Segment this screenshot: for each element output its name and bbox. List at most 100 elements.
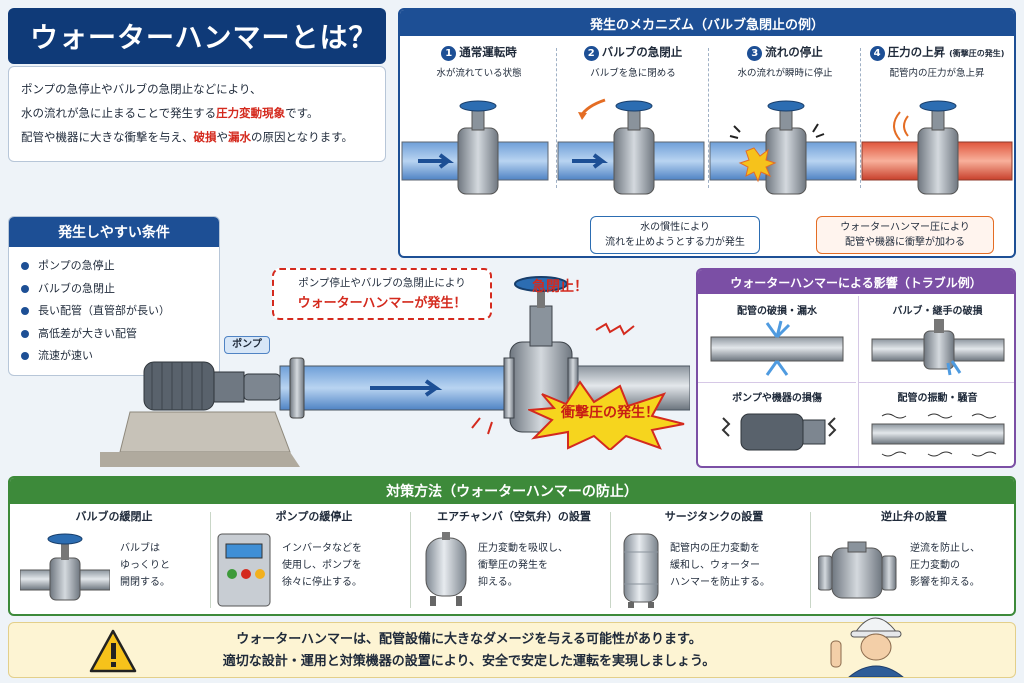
step-3-sub: 水の流れが瞬時に停止 bbox=[737, 68, 833, 79]
effects-panel: ウォーターハンマーによる影響（トラブル例） 配管の破損・漏水 バルブ・継手の破損… bbox=[696, 268, 1016, 468]
step-2-pipe-valve bbox=[557, 98, 705, 195]
effect-pipe-leak: 配管の破損・漏水 bbox=[698, 296, 856, 382]
countermeasure-title: サージタンクの設置 bbox=[664, 510, 764, 523]
step-4-number: 4 bbox=[869, 46, 885, 61]
desc-line: 徐々に停止する。 bbox=[282, 577, 362, 588]
warning-icon bbox=[89, 629, 137, 673]
step-divider bbox=[556, 48, 557, 188]
floor bbox=[100, 452, 300, 467]
mechanism-heading: 発生のメカニズム（バルブ急閉止の例） bbox=[400, 10, 1014, 36]
divider bbox=[210, 512, 211, 608]
footer-line-2: 適切な設計・運用と対策機器の設置により、安全で安定した運転を実現しましょう。 bbox=[222, 654, 716, 669]
desc-line: 圧力変動を吸収し、 bbox=[478, 543, 568, 554]
countermeasures-heading: 対策方法（ウォーターハンマーの防止） bbox=[10, 478, 1014, 504]
step-3-number: 3 bbox=[747, 46, 763, 61]
step-1-pipe-valve bbox=[401, 100, 549, 195]
step-4-pipe-valve bbox=[861, 100, 1013, 195]
shock-burst-icon bbox=[528, 380, 685, 450]
air-chamber-icon bbox=[425, 532, 467, 606]
intro-highlight-leak: 漏水 bbox=[228, 130, 251, 144]
desc-line: インバータなどを bbox=[282, 543, 362, 554]
countermeasure-air-chamber: エアチャンバ（空気弁）の設置 圧力変動を吸収し、 衝撃圧の発生を 抑える。 bbox=[416, 508, 612, 612]
sudden-close-label: 急閉止！ bbox=[532, 279, 588, 295]
inverter-panel-icon bbox=[217, 533, 271, 607]
desc-line: 配管内の圧力変動を bbox=[670, 543, 760, 554]
intro-line-2: 水の流れが急に止まることで発生する圧力変動現象です。 bbox=[21, 101, 373, 125]
desc-line: 圧力変動の bbox=[910, 560, 960, 571]
intro-line-3-text: 配管や機器に大きな衝撃を与え、 bbox=[21, 130, 194, 144]
vibration-icon bbox=[871, 413, 1004, 457]
step-4-title-text: 圧力の上昇 bbox=[887, 45, 946, 59]
page-title: ウォーターハンマーとは？ bbox=[8, 8, 386, 64]
intro-line-2-end: です。 bbox=[285, 106, 319, 120]
step-2-title-text: バルブの急閉止 bbox=[601, 45, 683, 59]
intro-line-3: 配管や機器に大きな衝撃を与え、破損や漏水の原因となります。 bbox=[21, 125, 373, 149]
scene-callout: ポンプ停止やバルブの急閉止により ウォーターハンマーが発生！ bbox=[272, 268, 492, 320]
conditions-heading: 発生しやすい条件 bbox=[9, 217, 219, 247]
step-2-number: 2 bbox=[583, 46, 599, 61]
step-1-sub: 水が流れている状態 bbox=[436, 68, 522, 79]
bullet-icon bbox=[21, 329, 29, 338]
impact-lines-icon bbox=[595, 322, 635, 336]
intro-line-3-end: の原因となります。 bbox=[251, 130, 354, 144]
shock-label: 衝撃圧の発生！ bbox=[561, 405, 659, 421]
desc-line: 逆流を防止し、 bbox=[910, 543, 980, 554]
list-item: 高低差が大きい配管 bbox=[21, 323, 207, 346]
countermeasure-desc: 逆流を防止し、 圧力変動の 影響を抑える。 bbox=[910, 540, 980, 591]
desc-line: 使用し、ポンプを bbox=[282, 560, 362, 571]
condition-text: ポンプの急停止 bbox=[38, 259, 115, 272]
divider bbox=[810, 512, 811, 608]
step-divider bbox=[860, 48, 861, 188]
step-3-pipe-valve bbox=[709, 100, 857, 195]
countermeasure-desc: 配管内の圧力変動を 緩和し、ウォーター ハンマーを防止する。 bbox=[670, 540, 770, 591]
bullet-icon bbox=[21, 262, 29, 271]
countermeasure-check-valve: 逆止弁の設置 逆流を防止し、 圧力変動の 影響を抑える。 bbox=[816, 508, 1012, 612]
countermeasures-panel: 対策方法（ウォーターハンマーの防止） バルブの緩閉止 バルブは ゆっくりと 開閉… bbox=[8, 476, 1016, 616]
intro-line-2-text: 水の流れが急に止まることで発生する bbox=[21, 106, 217, 120]
condition-text: 長い配管（直管部が長い） bbox=[38, 304, 170, 317]
effect-label: 配管の振動・騒音 bbox=[897, 393, 978, 404]
pipe-leak-icon bbox=[710, 320, 844, 376]
countermeasure-title: ポンプの緩停止 bbox=[275, 510, 353, 523]
bullet-icon bbox=[21, 284, 29, 293]
step-divider bbox=[708, 48, 709, 188]
bullet-icon bbox=[21, 307, 29, 316]
effect-vibration-noise: 配管の振動・騒音 bbox=[858, 382, 1014, 466]
countermeasure-desc: 圧力変動を吸収し、 衝撃圧の発生を 抑える。 bbox=[478, 540, 568, 591]
mechanism-illustration bbox=[401, 98, 1013, 195]
list-item: 長い配管（直管部が長い） bbox=[21, 300, 207, 323]
conditions-panel: 発生しやすい条件 ポンプの急停止 バルブの急閉止 長い配管（直管部が長い） 高低… bbox=[8, 216, 220, 376]
callout-pressure: ウォーターハンマー圧により 配管や機器に衝撃が加わる bbox=[816, 216, 994, 254]
divider bbox=[410, 512, 411, 608]
countermeasure-title: 逆止弁の設置 bbox=[881, 510, 947, 523]
bullet-icon bbox=[21, 352, 29, 361]
intro-highlight-pressure: 圧力変動現象 bbox=[216, 106, 286, 120]
divider bbox=[610, 512, 611, 608]
intro-line-3-mid: や bbox=[216, 130, 229, 144]
desc-line: バルブは bbox=[120, 543, 160, 554]
callout-inertia: 水の慣性により 流れを止めようとする力が発生 bbox=[590, 216, 760, 254]
warning-footer: ウォーターハンマーは、配管設備に大きなダメージを与える可能性があります。 適切な… bbox=[8, 617, 1016, 678]
desc-line: 緩和し、ウォーター bbox=[670, 560, 760, 571]
callout-pressure-line-1: ウォーターハンマー圧により bbox=[840, 222, 970, 233]
effects-heading: ウォーターハンマーによる影響（トラブル例） bbox=[698, 270, 1014, 294]
step-2-sub: バルブを急に閉める bbox=[590, 68, 676, 79]
pump-base bbox=[119, 411, 291, 453]
pipe-flange bbox=[289, 357, 305, 419]
countermeasure-slow-pump: ポンプの緩停止 インバータなどを 使用し、ポンプを 徐々に停止する。 bbox=[216, 508, 412, 612]
valve-icon bbox=[20, 533, 110, 601]
desc-line: 衝撃圧の発生を bbox=[478, 560, 548, 571]
countermeasure-title: バルブの緩閉止 bbox=[75, 510, 153, 523]
flow-arrow-icon bbox=[370, 379, 443, 397]
condition-text: 高低差が大きい配管 bbox=[38, 326, 137, 340]
pump-label: ポンプ bbox=[224, 336, 270, 354]
surge-tank-icon bbox=[623, 533, 659, 608]
callout-inertia-line-2: 流れを止めようとする力が発生 bbox=[605, 237, 745, 248]
footer-message: ウォーターハンマーは、配管設備に大きなダメージを与える可能性があります。 適切な… bbox=[159, 629, 779, 673]
step-1-title-text: 通常運転時 bbox=[459, 45, 517, 59]
